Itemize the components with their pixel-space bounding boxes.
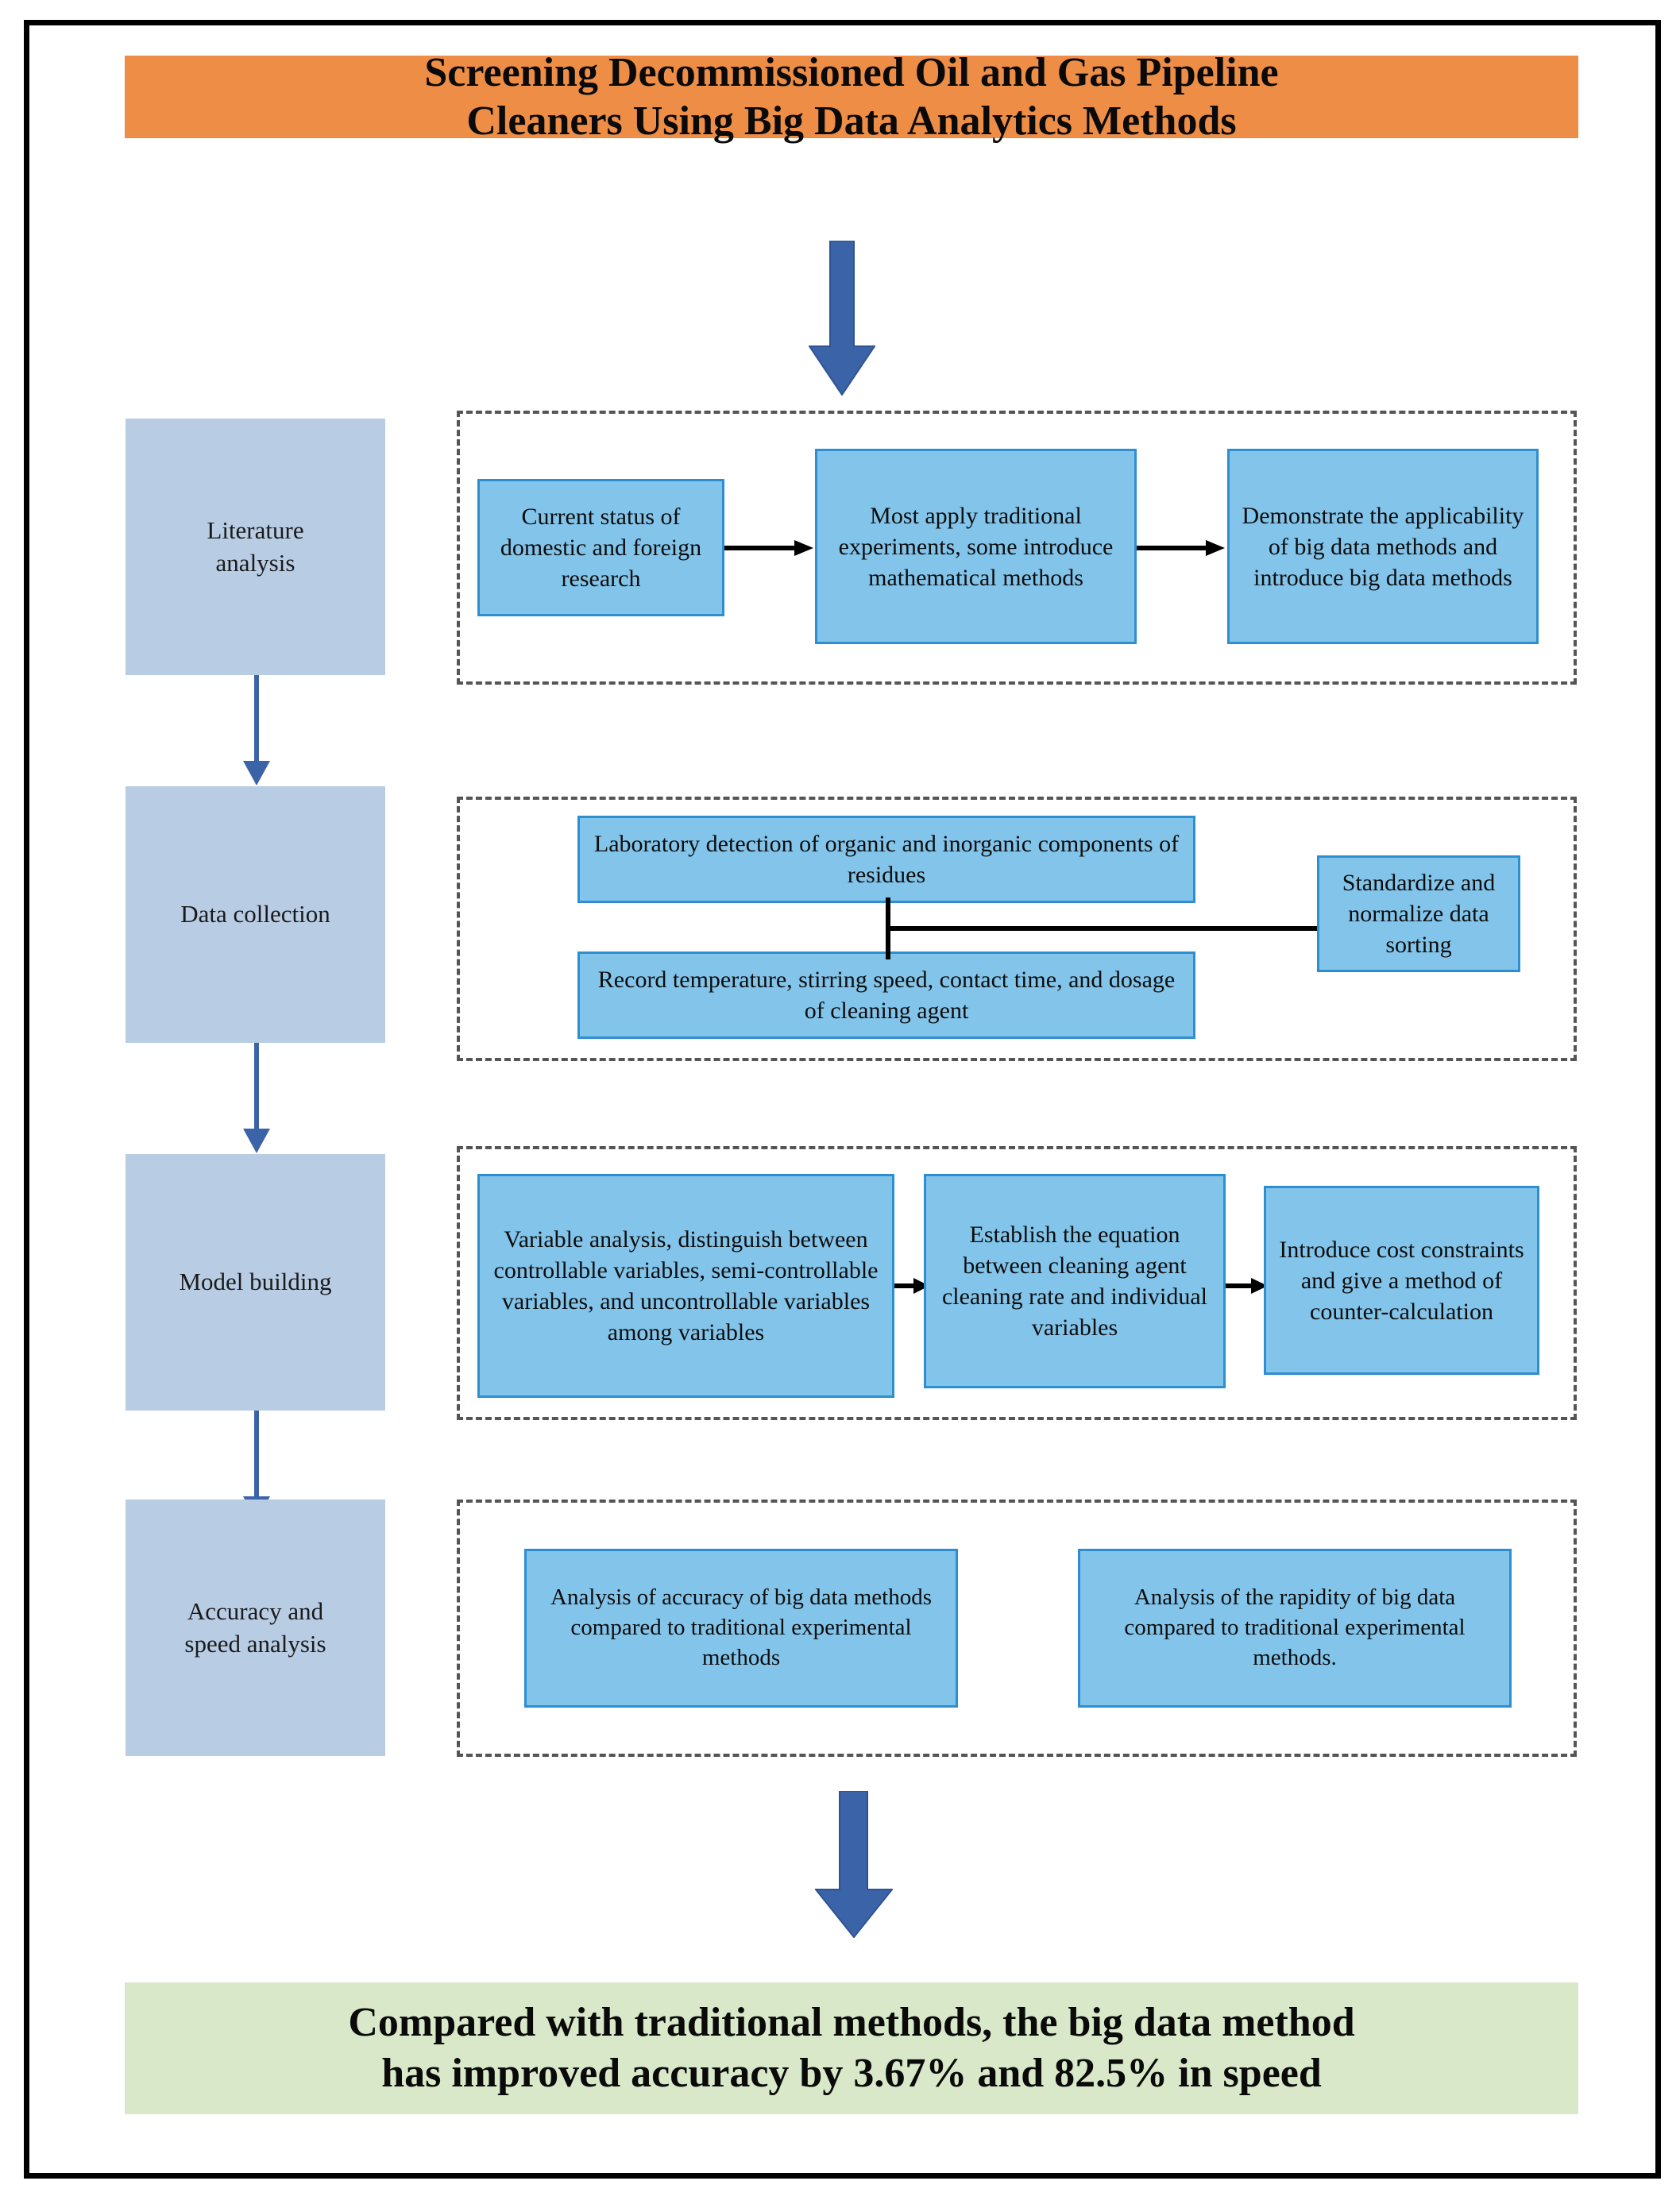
- dashed-group-model-building: [457, 1146, 1577, 1420]
- process-box-text: Standardize and normalize data sorting: [1342, 870, 1496, 958]
- process-box-accuracy-analysis: Analysis of accuracy of big data methods…: [524, 1549, 958, 1708]
- process-box-text: Most apply traditional experiments, some…: [838, 502, 1114, 591]
- stage-label-line1: Literature: [207, 515, 304, 544]
- process-box-rapidity-analysis: Analysis of the rapidity of big data com…: [1078, 1549, 1512, 1708]
- step-arrow-right-icon: [894, 1278, 929, 1294]
- stage-box-model-building: Model building: [126, 1154, 385, 1411]
- stage-box-data-collection: Data collection: [126, 786, 385, 1043]
- step-arrow-right-icon: [1226, 1278, 1268, 1294]
- process-box-traditional-experiments: Most apply traditional experiments, some…: [815, 449, 1137, 644]
- process-box-text: Establish the equation between cleaning …: [941, 1222, 1208, 1341]
- stage-arrow-down-icon: [243, 675, 270, 785]
- process-box-text: Variable analysis, distinguish between c…: [493, 1226, 879, 1345]
- dashed-group-literature-analysis: [457, 411, 1577, 685]
- process-box-standardize-normalize: Standardize and normalize data sorting: [1317, 855, 1520, 972]
- process-box-establish-equation: Establish the equation between cleaning …: [924, 1174, 1226, 1388]
- process-box-current-status: Current status of domestic and foreign r…: [477, 479, 724, 616]
- stage-label: Accuracy and speed analysis: [184, 1596, 326, 1661]
- title-banner: Screening Decommissioned Oil and Gas Pip…: [125, 50, 1578, 144]
- conclusion-text: Compared with traditional methods, the b…: [327, 1997, 1375, 2100]
- process-box-demonstrate-applicability: Demonstrate the applicability of big dat…: [1227, 449, 1539, 644]
- conclusion-line1: Compared with traditional methods, the b…: [348, 1999, 1355, 2045]
- dashed-group-data-collection: [457, 797, 1577, 1061]
- bottom-block-arrow-icon: [815, 1791, 893, 1938]
- step-arrow-right-icon: [724, 540, 813, 556]
- page-title-line2: Cleaners Using Big Data Analytics Method…: [466, 98, 1237, 144]
- process-box-text: Laboratory detection of organic and inor…: [593, 831, 1180, 888]
- stage-label-line2: analysis: [215, 548, 295, 577]
- process-box-text: Analysis of the rapidity of big data com…: [1124, 1584, 1466, 1670]
- outer-frame: [24, 20, 1661, 2179]
- conclusion-banner: Compared with traditional methods, the b…: [125, 1982, 1578, 2114]
- process-box-text: Introduce cost constraints and give a me…: [1279, 1236, 1524, 1325]
- process-box-record-parameters: Record temperature, stirring speed, cont…: [577, 951, 1195, 1039]
- conclusion-line2: has improved accuracy by 3.67% and 82.5%…: [381, 2051, 1322, 2096]
- stage-label: Literature analysis: [207, 515, 303, 580]
- stage-label-line2: speed analysis: [184, 1629, 326, 1658]
- process-box-text: Current status of domestic and foreign r…: [500, 504, 702, 592]
- page-title-line1: Screening Decommissioned Oil and Gas Pip…: [424, 49, 1279, 95]
- top-block-arrow-icon: [809, 241, 875, 396]
- step-arrow-right-icon: [1137, 540, 1225, 556]
- dashed-group-accuracy-speed-analysis: [457, 1500, 1577, 1757]
- stage-box-accuracy-speed-analysis: Accuracy and speed analysis: [126, 1500, 385, 1756]
- process-box-text: Record temperature, stirring speed, cont…: [597, 967, 1176, 1024]
- process-box-text: Analysis of accuracy of big data methods…: [550, 1584, 932, 1670]
- merge-arrow-right-icon: [886, 897, 1370, 959]
- process-box-laboratory-detection: Laboratory detection of organic and inor…: [577, 816, 1195, 903]
- stage-label-line1: Accuracy and: [187, 1596, 324, 1625]
- process-box-variable-analysis: Variable analysis, distinguish between c…: [477, 1174, 894, 1398]
- stage-arrow-down-icon: [243, 1043, 270, 1153]
- process-box-text: Demonstrate the applicability of big dat…: [1242, 502, 1524, 591]
- page-title: Screening Decommissioned Oil and Gas Pip…: [400, 48, 1302, 146]
- process-box-cost-constraints: Introduce cost constraints and give a me…: [1264, 1186, 1539, 1375]
- stage-box-literature-analysis: Literature analysis: [126, 419, 385, 675]
- stage-label: Data collection: [180, 900, 330, 928]
- stage-label: Model building: [179, 1268, 332, 1296]
